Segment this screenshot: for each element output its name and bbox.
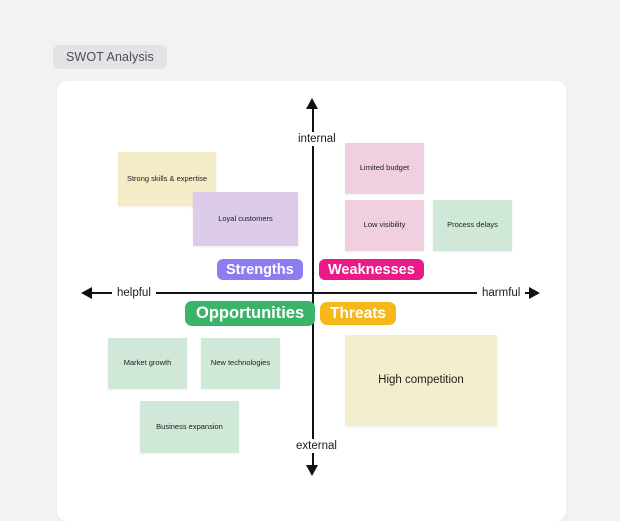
sticky-note-text: High competition	[378, 373, 464, 386]
sticky-note-business-expansion[interactable]: Business expansion	[140, 401, 239, 453]
sticky-note-low-visibility[interactable]: Low visibility	[345, 200, 424, 251]
quadrant-badge-weaknesses[interactable]: Weaknesses	[319, 259, 424, 280]
swot-app-frame: SWOT Analysis internal external helpful …	[53, 45, 566, 521]
sticky-note-text: Loyal customers	[218, 213, 273, 223]
sticky-note-new-technologies[interactable]: New technologies	[201, 338, 280, 389]
vertical-axis-line	[312, 107, 314, 472]
quadrant-label-strengths: Strengths	[226, 261, 294, 278]
quadrant-label-weaknesses: Weaknesses	[328, 261, 415, 278]
board-title-chip[interactable]: SWOT Analysis	[53, 45, 167, 69]
sticky-note-loyal-customers[interactable]: Loyal customers	[193, 192, 298, 246]
axis-label-helpful: helpful	[112, 286, 156, 300]
quadrant-badge-strengths[interactable]: Strengths	[217, 259, 303, 280]
quadrant-badge-opportunities[interactable]: Opportunities	[185, 301, 316, 326]
sticky-note-strong-skills[interactable]: Strong skills & expertise	[118, 152, 216, 206]
quadrant-label-threats: Threats	[330, 304, 386, 322]
sticky-note-text: Limited budget	[359, 163, 410, 173]
sticky-note-text: Market growth	[123, 358, 172, 368]
horizontal-axis-line	[89, 292, 536, 294]
axis-label-internal: internal	[293, 132, 341, 146]
quadrant-badge-threats[interactable]: Threats	[320, 302, 396, 325]
axis-label-harmful: harmful	[477, 286, 526, 300]
arrow-left-icon	[81, 287, 92, 299]
sticky-note-high-competition[interactable]: High competition	[345, 335, 497, 426]
swot-canvas[interactable]: internal external helpful harmful Streng…	[57, 81, 566, 521]
sticky-note-process-delays[interactable]: Process delays	[433, 200, 512, 251]
sticky-note-text: Process delays	[447, 220, 498, 230]
sticky-note-text: Strong skills & expertise	[126, 173, 208, 183]
arrow-down-icon	[306, 465, 318, 476]
sticky-note-text: Business expansion	[156, 421, 223, 431]
quadrant-label-opportunities: Opportunities	[196, 304, 305, 322]
board-title-label: SWOT Analysis	[66, 50, 154, 64]
arrow-right-icon	[529, 287, 540, 299]
sticky-note-market-growth[interactable]: Market growth	[108, 338, 187, 389]
axis-label-external: external	[291, 439, 342, 453]
sticky-note-limited-budget[interactable]: Limited budget	[345, 143, 424, 194]
sticky-note-text: Low visibility	[363, 220, 406, 230]
arrow-up-icon	[306, 98, 318, 109]
sticky-note-text: New technologies	[210, 358, 271, 368]
